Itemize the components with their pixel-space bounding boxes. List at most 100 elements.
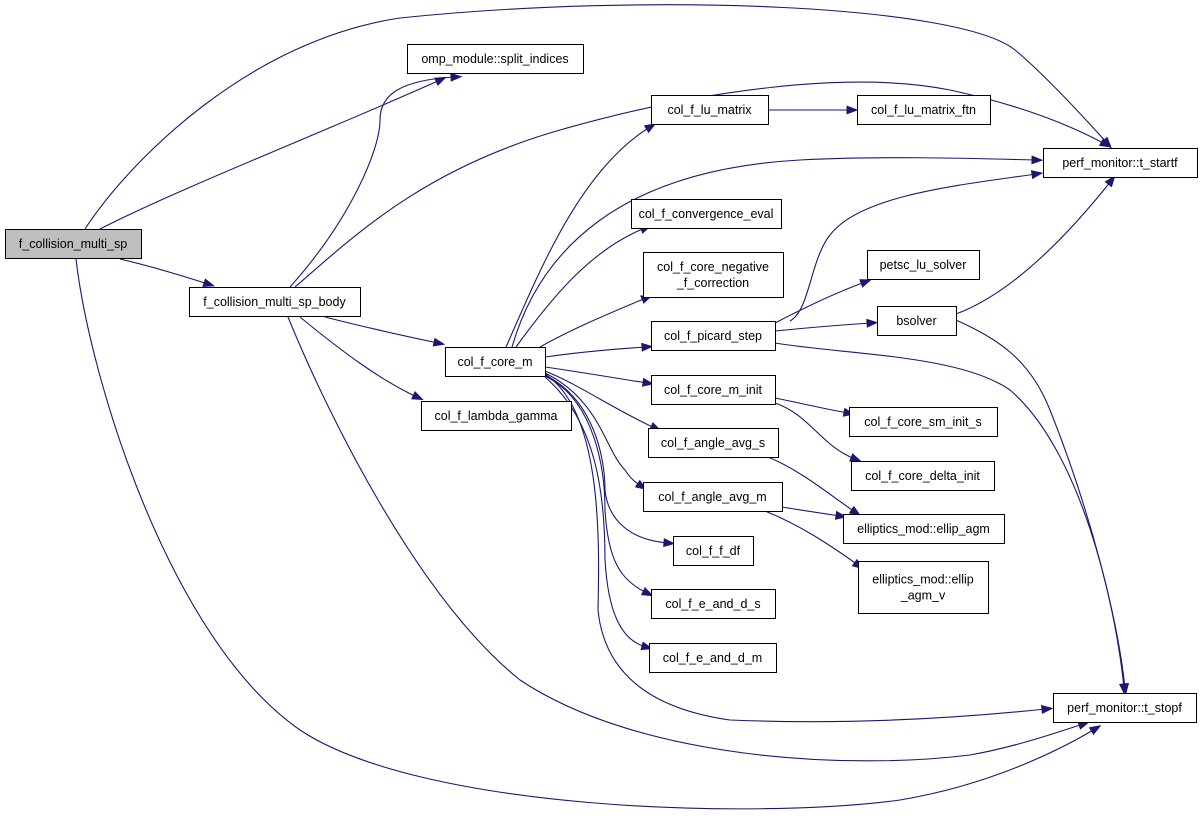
node-label: bsolver (896, 314, 936, 328)
node-label: col_f_e_and_d_m (663, 651, 762, 665)
edge-col-f-core-m-to-col-f-angle-avg-m (544, 372, 648, 491)
node-perf-monitor-t-stopf[interactable]: perf_monitor::t_stopf (1053, 693, 1197, 723)
edge-col-f-picard-step-to-perf-monitor-t-startf (789, 170, 1044, 322)
node-col-f-angle-avg-m[interactable]: col_f_angle_avg_m (643, 482, 783, 512)
node-label: col_f_core_m_init (664, 383, 762, 397)
node-col-f-f-df[interactable]: col_f_f_df (673, 536, 754, 566)
node-label: elliptics_mod::ellip (872, 573, 973, 587)
node-label: f_collision_multi_sp_body (203, 295, 346, 309)
node-perf-monitor-t-startf[interactable]: perf_monitor::t_startf (1043, 148, 1198, 178)
arrowhead (641, 377, 655, 387)
node-col-f-lambda-gamma[interactable]: col_f_lambda_gamma (421, 401, 572, 431)
node-box (643, 252, 784, 298)
node-bsolver[interactable]: bsolver (877, 306, 957, 336)
node-col-f-angle-avg-s[interactable]: col_f_angle_avg_s (648, 428, 779, 458)
node-label: _f_correction (676, 276, 749, 290)
edge-col-f-core-m-to-col-f-e-and-d-s (544, 375, 654, 597)
node-box (867, 250, 980, 280)
arrowhead (1098, 137, 1112, 148)
edge-col-f-core-m-to-perf-monitor-t-stopf (544, 373, 1054, 723)
node-label: col_f_f_df (686, 544, 741, 558)
arrowhead (432, 337, 446, 347)
edge-f-collision-multi-sp-to-perf-monitor-t-stopf (75, 258, 1102, 810)
node-box (1043, 148, 1198, 178)
node-box (189, 287, 361, 317)
node-col-f-convergence-eval[interactable]: col_f_convergence_eval (631, 199, 782, 229)
edge-f-collision-multi-sp-body-to-col-f-lambda-gamma (299, 316, 424, 401)
edge-col-f-picard-step-to-bsolver (774, 318, 879, 332)
edge-col-f-core-m-to-col-f-lu-matrix (505, 123, 657, 348)
node-box (649, 643, 777, 673)
edge-f-collision-multi-sp-body-to-omp-split-indices (289, 72, 463, 288)
node-col-f-lu-matrix-ftn[interactable]: col_f_lu_matrix_ftn (857, 95, 991, 125)
node-box (651, 375, 776, 405)
node-box (445, 347, 546, 377)
arrowhead (202, 278, 216, 287)
node-f-collision-multi-sp-body[interactable]: f_collision_multi_sp_body (189, 287, 361, 317)
node-label: petsc_lu_solver (880, 258, 967, 272)
arrowhead (1104, 175, 1116, 188)
node-label: col_f_convergence_eval (639, 207, 774, 221)
edge-col-f-angle-avg-m-to-elliptics-mod-ellip-agm (781, 506, 848, 520)
node-omp-split-indices[interactable]: omp_module::split_indices (407, 44, 584, 74)
node-box (851, 461, 995, 491)
arrowhead (1041, 704, 1054, 714)
arrowhead (866, 318, 879, 328)
arrowhead (859, 279, 872, 288)
edge-bsolver-to-perf-monitor-t-startf (955, 175, 1116, 315)
node-box (1053, 693, 1197, 723)
node-box (421, 401, 572, 431)
node-col-f-e-and-d-s[interactable]: col_f_e_and_d_s (651, 589, 776, 619)
edge-col-f-core-m-to-perf-monitor-t-startf (511, 155, 1044, 348)
edge-f-collision-multi-sp-body-to-col-f-core-m (324, 316, 446, 347)
node-box (407, 44, 584, 74)
node-box (673, 536, 754, 566)
node-label: f_collision_multi_sp (19, 237, 127, 251)
node-col-f-picard-step[interactable]: col_f_picard_step (651, 321, 776, 351)
node-col-f-lu-matrix[interactable]: col_f_lu_matrix (651, 95, 769, 125)
node-label: col_f_core_negative (657, 260, 769, 274)
node-box (648, 428, 779, 458)
node-label: col_f_core_sm_init_s (864, 415, 981, 429)
node-col-f-core-m-init[interactable]: col_f_core_m_init (651, 375, 776, 405)
node-label: elliptics_mod::ellip_agm (857, 522, 990, 536)
node-col-f-e-and-d-m[interactable]: col_f_e_and_d_m (649, 643, 777, 673)
node-box (849, 407, 998, 437)
node-elliptics-mod-ellip-agm-v[interactable]: elliptics_mod::ellip_agm_v (858, 561, 989, 614)
edges-layer (75, 4, 1130, 810)
node-col-f-core-delta-init[interactable]: col_f_core_delta_init (851, 461, 995, 491)
arrowhead (450, 72, 463, 82)
node-label: col_f_core_delta_init (865, 469, 980, 483)
edge-col-f-core-m-to-col-f-core-m-init (544, 366, 655, 387)
node-box (651, 95, 769, 125)
node-label: col_f_core_m (457, 355, 532, 369)
edge-col-f-core-m-to-col-f-convergence-eval (515, 225, 652, 348)
node-col-f-core-sm-init-s[interactable]: col_f_core_sm_init_s (849, 407, 998, 437)
arrowhead (846, 105, 859, 115)
node-box (877, 306, 957, 336)
node-box (858, 561, 989, 614)
node-label: col_f_e_and_d_s (665, 597, 760, 611)
edge-col-f-picard-step-to-petsc-lu-solver (774, 279, 872, 324)
node-label: col_f_picard_step (664, 329, 762, 343)
arrowhead (411, 391, 424, 401)
node-col-f-core-negative-f-correction[interactable]: col_f_core_negative _f_correction (643, 252, 784, 298)
edge-f-collision-multi-sp-body-to-perf-monitor-t-startf (294, 81, 1112, 288)
node-label: omp_module::split_indices (421, 52, 568, 66)
node-elliptics-mod-ellip-agm[interactable]: elliptics_mod::ellip_agm (843, 514, 1005, 544)
arrowhead (1088, 725, 1102, 736)
node-label: col_f_lambda_gamma (435, 409, 558, 423)
arrowhead (1030, 170, 1044, 180)
edge-col-f-core-m-to-col-f-core-negative-f-correction (539, 295, 653, 348)
node-box (643, 482, 783, 512)
node-label: perf_monitor::t_stopf (1067, 701, 1182, 715)
node-f-collision-multi-sp[interactable]: f_collision_multi_sp (5, 229, 142, 259)
node-petsc-lu-solver[interactable]: petsc_lu_solver (867, 250, 980, 280)
edge-col-f-core-m-init-to-col-f-core-sm-init-s (774, 397, 856, 417)
edge-col-f-core-m-to-col-f-f-df (544, 374, 676, 548)
edge-col-f-core-m-to-col-f-picard-step (544, 342, 654, 358)
node-label: col_f_lu_matrix (667, 103, 752, 117)
node-col-f-core-m[interactable]: col_f_core_m (445, 347, 546, 377)
edge-col-f-lu-matrix-to-col-f-lu-matrix-ftn (768, 105, 859, 115)
